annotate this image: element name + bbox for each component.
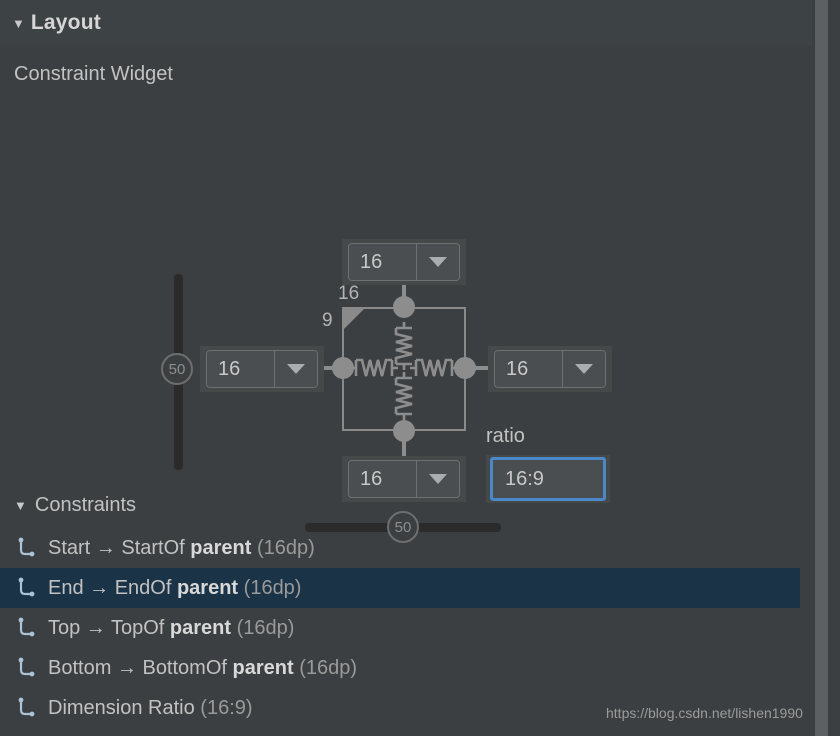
left-margin-value[interactable]: 16: [207, 351, 274, 387]
watermark-text: https://blog.csdn.net/lishen1990: [606, 705, 803, 721]
vertical-scrollbar-track[interactable]: [812, 0, 840, 736]
right-margin-combo[interactable]: 16: [494, 350, 606, 388]
top-margin-combo[interactable]: 16: [348, 243, 460, 281]
bottom-margin-value[interactable]: 16: [349, 461, 416, 497]
left-margin-combo[interactable]: 16: [206, 350, 318, 388]
constraint-widget-title: Constraint Widget: [14, 63, 173, 85]
right-margin-dropdown-button[interactable]: [562, 351, 605, 387]
top-spring-icon[interactable]: [392, 322, 416, 370]
ratio-height-label: 9: [322, 310, 333, 331]
constraint-row[interactable]: Top → TopOf parent (16dp): [0, 608, 800, 648]
constraint-row[interactable]: Start → StartOf parent (16dp): [0, 528, 800, 568]
page-title: Layout: [30, 11, 101, 34]
constraint-row-label: End → EndOf parent (16dp): [48, 576, 302, 599]
ratio-input[interactable]: 16:9: [490, 457, 606, 501]
horizontal-bias-slider-thumb[interactable]: 50: [387, 511, 419, 543]
constraint-row[interactable]: Bottom → BottomOf parent (16dp): [0, 648, 800, 688]
constraint-row-label: Bottom → BottomOf parent (16dp): [48, 656, 358, 679]
bottom-anchor-handle[interactable]: [393, 420, 415, 442]
collapse-twisty-icon[interactable]: ▼: [14, 498, 27, 513]
bottom-connector-line: [402, 430, 406, 458]
left-anchor-handle[interactable]: [332, 357, 354, 379]
ratio-width-label: 16: [338, 283, 360, 304]
constraints-section-header[interactable]: ▼ Constraints: [14, 494, 136, 517]
constraint-row[interactable]: Dimension Ratio (16:9): [0, 688, 800, 728]
vertical-scrollbar-thumb[interactable]: [815, 0, 828, 736]
vertical-bias-slider-thumb[interactable]: 50: [161, 353, 193, 385]
constraint-arrow-icon: [14, 535, 40, 561]
top-connector-line: [402, 278, 406, 300]
constraint-arrow-icon: [14, 615, 40, 641]
constraint-row[interactable]: End → EndOf parent (16dp): [0, 568, 800, 608]
bottom-margin-combo[interactable]: 16: [348, 460, 460, 498]
chevron-down-icon: [287, 364, 305, 374]
ratio-label: ratio: [486, 425, 525, 447]
chevron-down-icon: [429, 474, 447, 484]
constraint-arrow-icon: [14, 575, 40, 601]
right-connector-line: [470, 366, 488, 370]
left-spring-icon[interactable]: [350, 356, 398, 380]
bottom-spring-icon[interactable]: [392, 372, 416, 420]
layout-section-header[interactable]: ▼ Layout: [0, 0, 812, 46]
constraint-row-label: Top → TopOf parent (16dp): [48, 616, 295, 639]
collapse-twisty-icon[interactable]: ▼: [12, 15, 25, 31]
constraints-title: Constraints: [34, 494, 137, 516]
right-margin-value[interactable]: 16: [495, 351, 562, 387]
left-margin-dropdown-button[interactable]: [274, 351, 317, 387]
right-anchor-handle[interactable]: [454, 357, 476, 379]
bottom-margin-dropdown-button[interactable]: [416, 461, 459, 497]
top-anchor-handle[interactable]: [393, 296, 415, 318]
right-spring-icon[interactable]: [410, 356, 458, 380]
constraints-list[interactable]: Start → StartOf parent (16dp) End → EndOf…: [0, 528, 800, 728]
top-margin-value[interactable]: 16: [349, 244, 416, 280]
constraint-row-label: Dimension Ratio (16:9): [48, 696, 253, 719]
chevron-down-icon: [429, 257, 447, 267]
constraint-arrow-icon: [14, 695, 40, 721]
left-connector-line: [322, 366, 336, 370]
chevron-down-icon: [575, 364, 593, 374]
constraint-arrow-icon: [14, 655, 40, 681]
top-margin-dropdown-button[interactable]: [416, 244, 459, 280]
constraint-row-label: Start → StartOf parent (16dp): [48, 536, 315, 559]
constraint-widget-canvas[interactable]: 50 50 16 9 16 16: [0, 100, 812, 543]
ratio-corner-triangle-icon[interactable]: [344, 309, 364, 329]
